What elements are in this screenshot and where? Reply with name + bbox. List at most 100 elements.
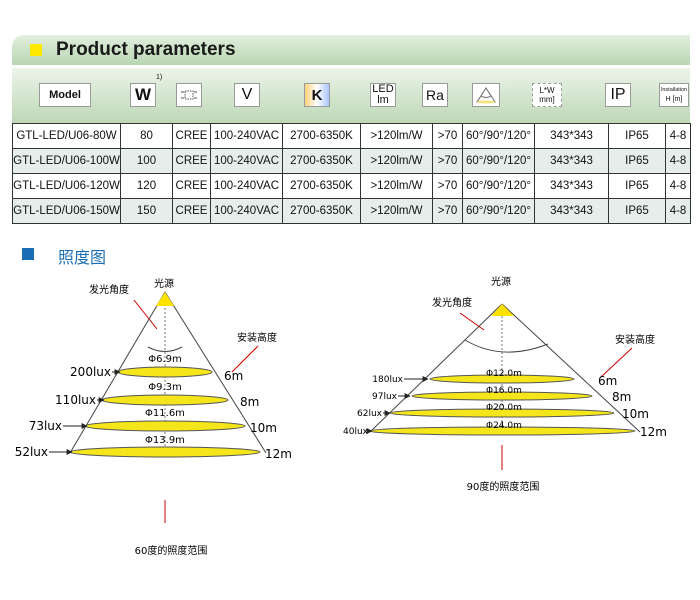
diameter-label: Φ9.3m: [148, 382, 182, 393]
illuminance-ellipse: [84, 420, 246, 432]
table-cell: CREE: [172, 123, 211, 149]
table-cell: >70: [432, 123, 463, 149]
diameter-label: Φ20.0m: [486, 403, 522, 413]
table-cell: 60°/90°/120°: [462, 198, 535, 224]
mount-height-label: 安装高度: [615, 333, 655, 346]
beam-angle-label: 发光角度: [89, 283, 129, 296]
table-cell: 2700-6350K: [282, 198, 361, 224]
table-cell: 4-8: [665, 173, 691, 199]
table-cell: 2700-6350K: [282, 148, 361, 174]
beam-angle-pointer: [459, 312, 485, 331]
table-cell: >120lm/W: [360, 123, 433, 149]
beam-angle-icon: [472, 83, 500, 107]
lux-label: 200lux: [70, 365, 111, 379]
watt-footnote: 1): [156, 74, 163, 81]
height-label: 6m: [598, 374, 617, 388]
illuminance-ellipse: [411, 391, 593, 401]
beam-angle-arc: [147, 346, 183, 352]
table-cell: >70: [432, 173, 463, 199]
table-cell: >120lm/W: [360, 148, 433, 174]
illuminance-ellipse: [69, 446, 261, 458]
lux-label: 73lux: [29, 419, 62, 433]
height-label: 8m: [612, 390, 631, 404]
ip-icon: IP: [605, 83, 631, 107]
mount-height-pointer: [231, 345, 259, 373]
diameter-label: Φ12.0m: [486, 369, 522, 379]
lux-label: 110lux: [55, 393, 96, 407]
section-title: 照度图: [58, 248, 107, 267]
height-label: 10m: [250, 421, 277, 435]
illuminance-ellipse: [429, 374, 575, 384]
table-cell: GTL-LED/U06-80W: [12, 123, 121, 149]
model-icon: Model: [39, 83, 91, 107]
height-label: 12m: [265, 447, 292, 461]
diameter-label: Φ24.0m: [486, 421, 522, 431]
height-label: 10m: [622, 407, 649, 421]
watt-icon: W: [130, 83, 156, 107]
diameter-label: Φ13.9m: [145, 435, 185, 446]
table-cell: CREE: [172, 198, 211, 224]
diameter-label: Φ6.9m: [148, 354, 182, 365]
table-cell: CREE: [172, 173, 211, 199]
table-cell: 100: [120, 148, 173, 174]
table-cell: 60°/90°/120°: [462, 173, 535, 199]
lux-label: 180lux: [372, 375, 403, 385]
table-cell: 4-8: [665, 148, 691, 174]
diagram-60-degree: 光源 发光角度 安装高度 Φ6.9m Φ9.3m Φ11.6m Φ13.9m 2…: [15, 277, 292, 557]
table-cell: IP65: [608, 123, 666, 149]
table-cell: IP65: [608, 198, 666, 224]
chip-icon: [176, 83, 202, 107]
light-source-label: 光源: [491, 275, 511, 288]
table-cell: 343*343: [534, 198, 609, 224]
light-source-label: 光源: [154, 277, 174, 290]
table-cell: 100-240VAC: [210, 123, 283, 149]
ra-icon: Ra: [422, 83, 448, 107]
color-temperature-icon: K: [304, 83, 330, 107]
table-cell: >70: [432, 198, 463, 224]
table-cell: 80: [120, 123, 173, 149]
table-cell: GTL-LED/U06-150W: [12, 198, 121, 224]
diameter-label: Φ16.0m: [486, 386, 522, 396]
light-source-marker: [156, 292, 174, 306]
table-cell: IP65: [608, 173, 666, 199]
table-cell: 150: [120, 198, 173, 224]
diameter-label: Φ11.6m: [145, 408, 185, 419]
table-cell: 120: [120, 173, 173, 199]
table-cell: >120lm/W: [360, 198, 433, 224]
light-source-marker: [491, 304, 514, 316]
table-cell: 60°/90°/120°: [462, 148, 535, 174]
table-cell: >70: [432, 148, 463, 174]
yellow-square-icon: [30, 44, 42, 56]
height-label: 12m: [640, 425, 667, 439]
lux-label: 97lux: [372, 392, 398, 402]
table-cell: 343*343: [534, 148, 609, 174]
table-cell: 2700-6350K: [282, 123, 361, 149]
section-header: Product parameters: [12, 35, 690, 65]
height-label: 6m: [224, 369, 243, 383]
diagram-caption: 60度的照度范围: [135, 544, 208, 557]
table-cell: 100-240VAC: [210, 173, 283, 199]
beam-angle-pointer: [133, 299, 158, 330]
diagram-90-degree: 光源 发光角度 安装高度 Φ12.0m Φ16.0m Φ20.0m Φ24.0m…: [343, 275, 667, 493]
mount-height-label: 安装高度: [237, 331, 277, 344]
beam-angle-arc: [464, 339, 549, 353]
table-cell: 343*343: [534, 173, 609, 199]
table-cell: IP65: [608, 148, 666, 174]
table-cell: 4-8: [665, 198, 691, 224]
diagram-caption: 90度的照度范围: [467, 480, 540, 493]
beam-angle-label: 发光角度: [432, 296, 472, 309]
mount-height-pointer: [600, 347, 633, 378]
height-label: 8m: [240, 395, 259, 409]
table-cell: 343*343: [534, 123, 609, 149]
illuminance-ellipse: [117, 366, 213, 378]
